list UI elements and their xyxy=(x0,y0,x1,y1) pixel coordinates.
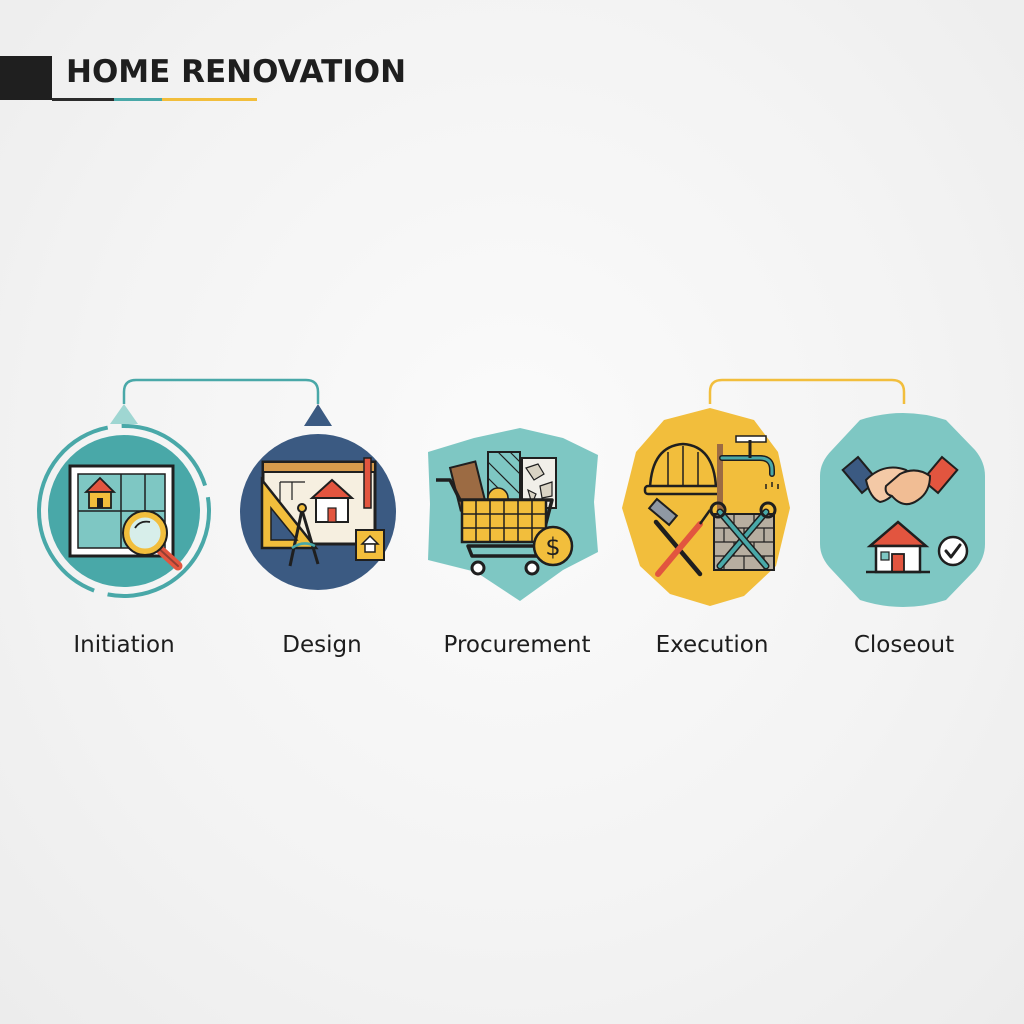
stage-label-procurement: Procurement xyxy=(443,632,591,658)
stage-closeout-icon xyxy=(820,413,985,607)
drafting-tools-icon xyxy=(260,457,385,567)
stage-execution-icon xyxy=(622,408,790,606)
blueprint-magnifier-icon xyxy=(68,464,183,571)
stage-label-design: Design xyxy=(282,632,362,658)
stage-label-initiation: Initiation xyxy=(73,632,175,658)
handshake-house-icon xyxy=(841,455,969,574)
stage-label-closeout: Closeout xyxy=(853,632,955,658)
header-rule-dark xyxy=(52,98,114,101)
stage-design-icon xyxy=(240,434,396,590)
page-title: HOME RENOVATION xyxy=(66,54,407,90)
header-rule-teal xyxy=(114,98,162,101)
connector-arrow-teal xyxy=(110,404,138,424)
svg-text:$: $ xyxy=(545,533,560,561)
stage-initiation-icon xyxy=(37,424,211,598)
header-rule-gold xyxy=(162,98,257,101)
connector-execution-closeout xyxy=(708,378,906,404)
shopping-cart-icon: $ xyxy=(436,451,574,576)
header-accent-bar xyxy=(0,56,52,100)
stage-procurement-icon: $ xyxy=(428,428,598,601)
header: HOME RENOVATION xyxy=(0,0,1024,110)
connector-initiation-design xyxy=(122,378,320,404)
stage-label-execution: Execution xyxy=(655,632,769,658)
connector-arrow-navy xyxy=(304,404,332,426)
construction-tools-icon xyxy=(643,435,779,577)
